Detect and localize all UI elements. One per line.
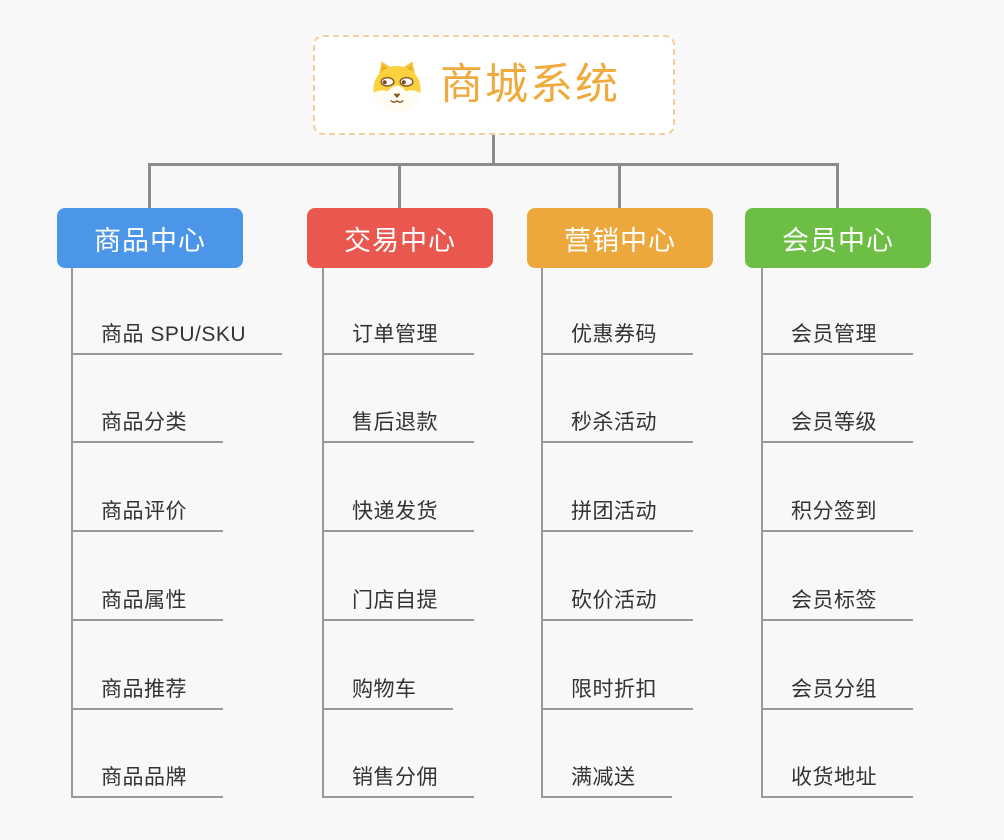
connector-column-line-1 [71, 268, 73, 798]
connector-drop-branch-3 [618, 163, 621, 210]
branch-node-trade-center[interactable]: 交易中心 [307, 208, 493, 268]
connector-drop-branch-1 [148, 163, 151, 210]
leaf-topic[interactable]: 积分签到 [761, 492, 913, 532]
leaf-topic[interactable]: 商品分类 [71, 403, 223, 443]
leaf-topic[interactable]: 快递发货 [322, 492, 474, 532]
leaf-topic[interactable]: 订单管理 [322, 315, 474, 355]
leaf-topic[interactable]: 拼团活动 [541, 492, 693, 532]
root-title: 商城系统 [440, 60, 620, 109]
connector-trunk [148, 163, 839, 166]
leaf-topic[interactable]: 商品评价 [71, 492, 223, 532]
leaf-topic[interactable]: 会员等级 [761, 403, 913, 443]
dog-face-icon [368, 57, 426, 113]
leaf-topic[interactable]: 会员管理 [761, 315, 913, 355]
connector-drop-branch-4 [836, 163, 839, 210]
leaf-topic[interactable]: 商品品牌 [71, 758, 223, 798]
leaf-topic[interactable]: 优惠券码 [541, 315, 693, 355]
leaf-topic[interactable]: 限时折扣 [541, 670, 693, 710]
connector-drop-branch-2 [398, 163, 401, 210]
leaf-topic[interactable]: 收货地址 [761, 758, 913, 798]
leaf-topic[interactable]: 商品属性 [71, 581, 223, 621]
branch-node-product-center[interactable]: 商品中心 [57, 208, 243, 268]
connector-column-line-4 [761, 268, 763, 798]
leaf-topic[interactable]: 商品推荐 [71, 670, 223, 710]
leaf-topic[interactable]: 会员标签 [761, 581, 913, 621]
leaf-topic[interactable]: 门店自提 [322, 581, 474, 621]
branch-node-member-center[interactable]: 会员中心 [745, 208, 931, 268]
leaf-topic[interactable]: 秒杀活动 [541, 403, 693, 443]
connector-column-line-3 [541, 268, 543, 798]
connector-root-drop [492, 135, 495, 166]
leaf-topic[interactable]: 砍价活动 [541, 581, 693, 621]
leaf-topic[interactable]: 销售分佣 [322, 758, 474, 798]
connector-column-line-2 [322, 268, 324, 798]
leaf-topic[interactable]: 购物车 [322, 670, 453, 710]
leaf-topic[interactable]: 商品 SPU/SKU [71, 315, 283, 355]
leaf-topic[interactable]: 会员分组 [761, 670, 913, 710]
branch-node-marketing-center[interactable]: 营销中心 [527, 208, 713, 268]
leaf-topic[interactable]: 满减送 [541, 758, 672, 798]
leaf-topic[interactable]: 售后退款 [322, 403, 474, 443]
root-node[interactable]: 商城系统 [313, 35, 675, 135]
